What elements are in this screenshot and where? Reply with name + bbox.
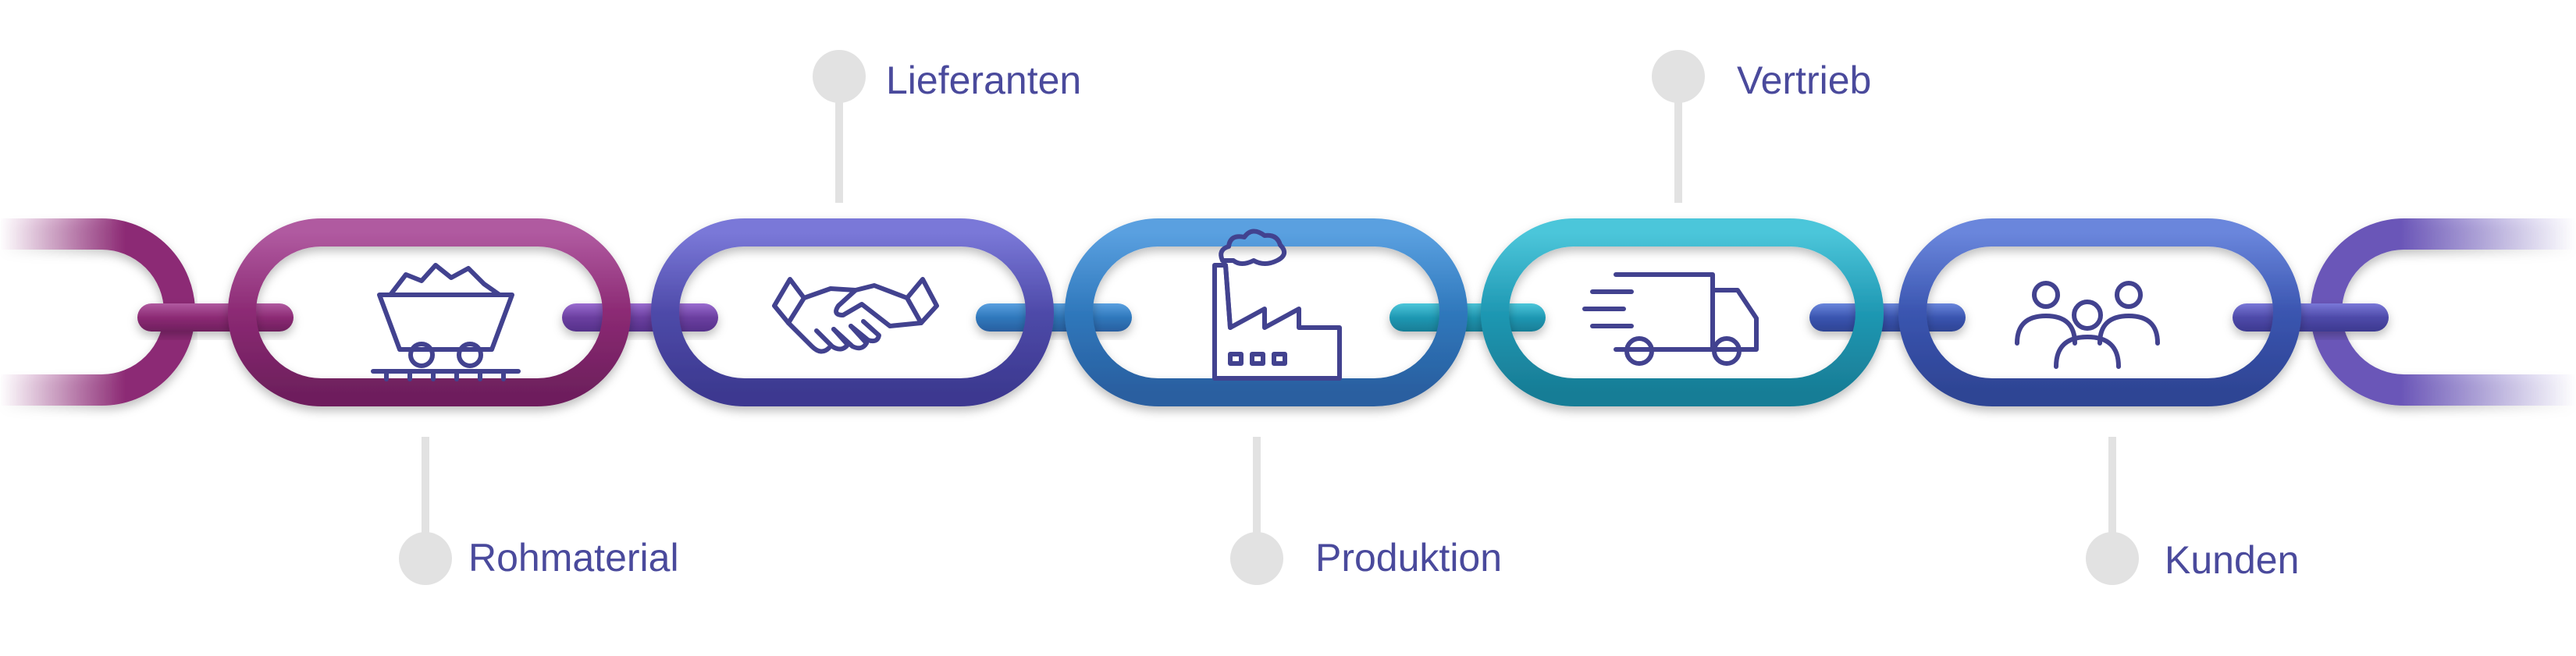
chain-link-1 xyxy=(228,218,631,406)
callout-connector xyxy=(399,437,452,585)
chain-connector xyxy=(562,303,718,332)
stage-label-produktion: Produktion xyxy=(1315,536,1503,580)
chain-connector xyxy=(2233,303,2389,332)
callout-connector xyxy=(1652,50,1705,203)
chain-link-5 xyxy=(1898,218,2301,406)
chain-connector xyxy=(137,303,294,332)
chain-link-4 xyxy=(1481,218,1884,406)
chain-connector xyxy=(1389,303,1546,332)
stage-label-lieferanten: Lieferanten xyxy=(886,59,1082,102)
mining-cart-icon xyxy=(371,263,521,381)
callout-connector xyxy=(813,50,866,203)
chain-connector xyxy=(1809,303,1966,332)
factory-icon xyxy=(1212,229,1342,381)
delivery-truck-icon xyxy=(1582,272,1759,366)
stage-label-kunden: Kunden xyxy=(2165,538,2300,582)
customers-icon xyxy=(2015,281,2160,369)
chain-connector xyxy=(976,303,1132,332)
stage-label-vertrieb: Vertrieb xyxy=(1737,59,1872,102)
stage-label-rohmaterial: Rohmaterial xyxy=(468,536,679,580)
callout-connector xyxy=(1230,437,1283,585)
handshake-icon xyxy=(772,277,939,354)
callout-connector xyxy=(2086,437,2139,585)
chain-link-3 xyxy=(1065,218,1468,406)
chain-link-2 xyxy=(651,218,1054,406)
